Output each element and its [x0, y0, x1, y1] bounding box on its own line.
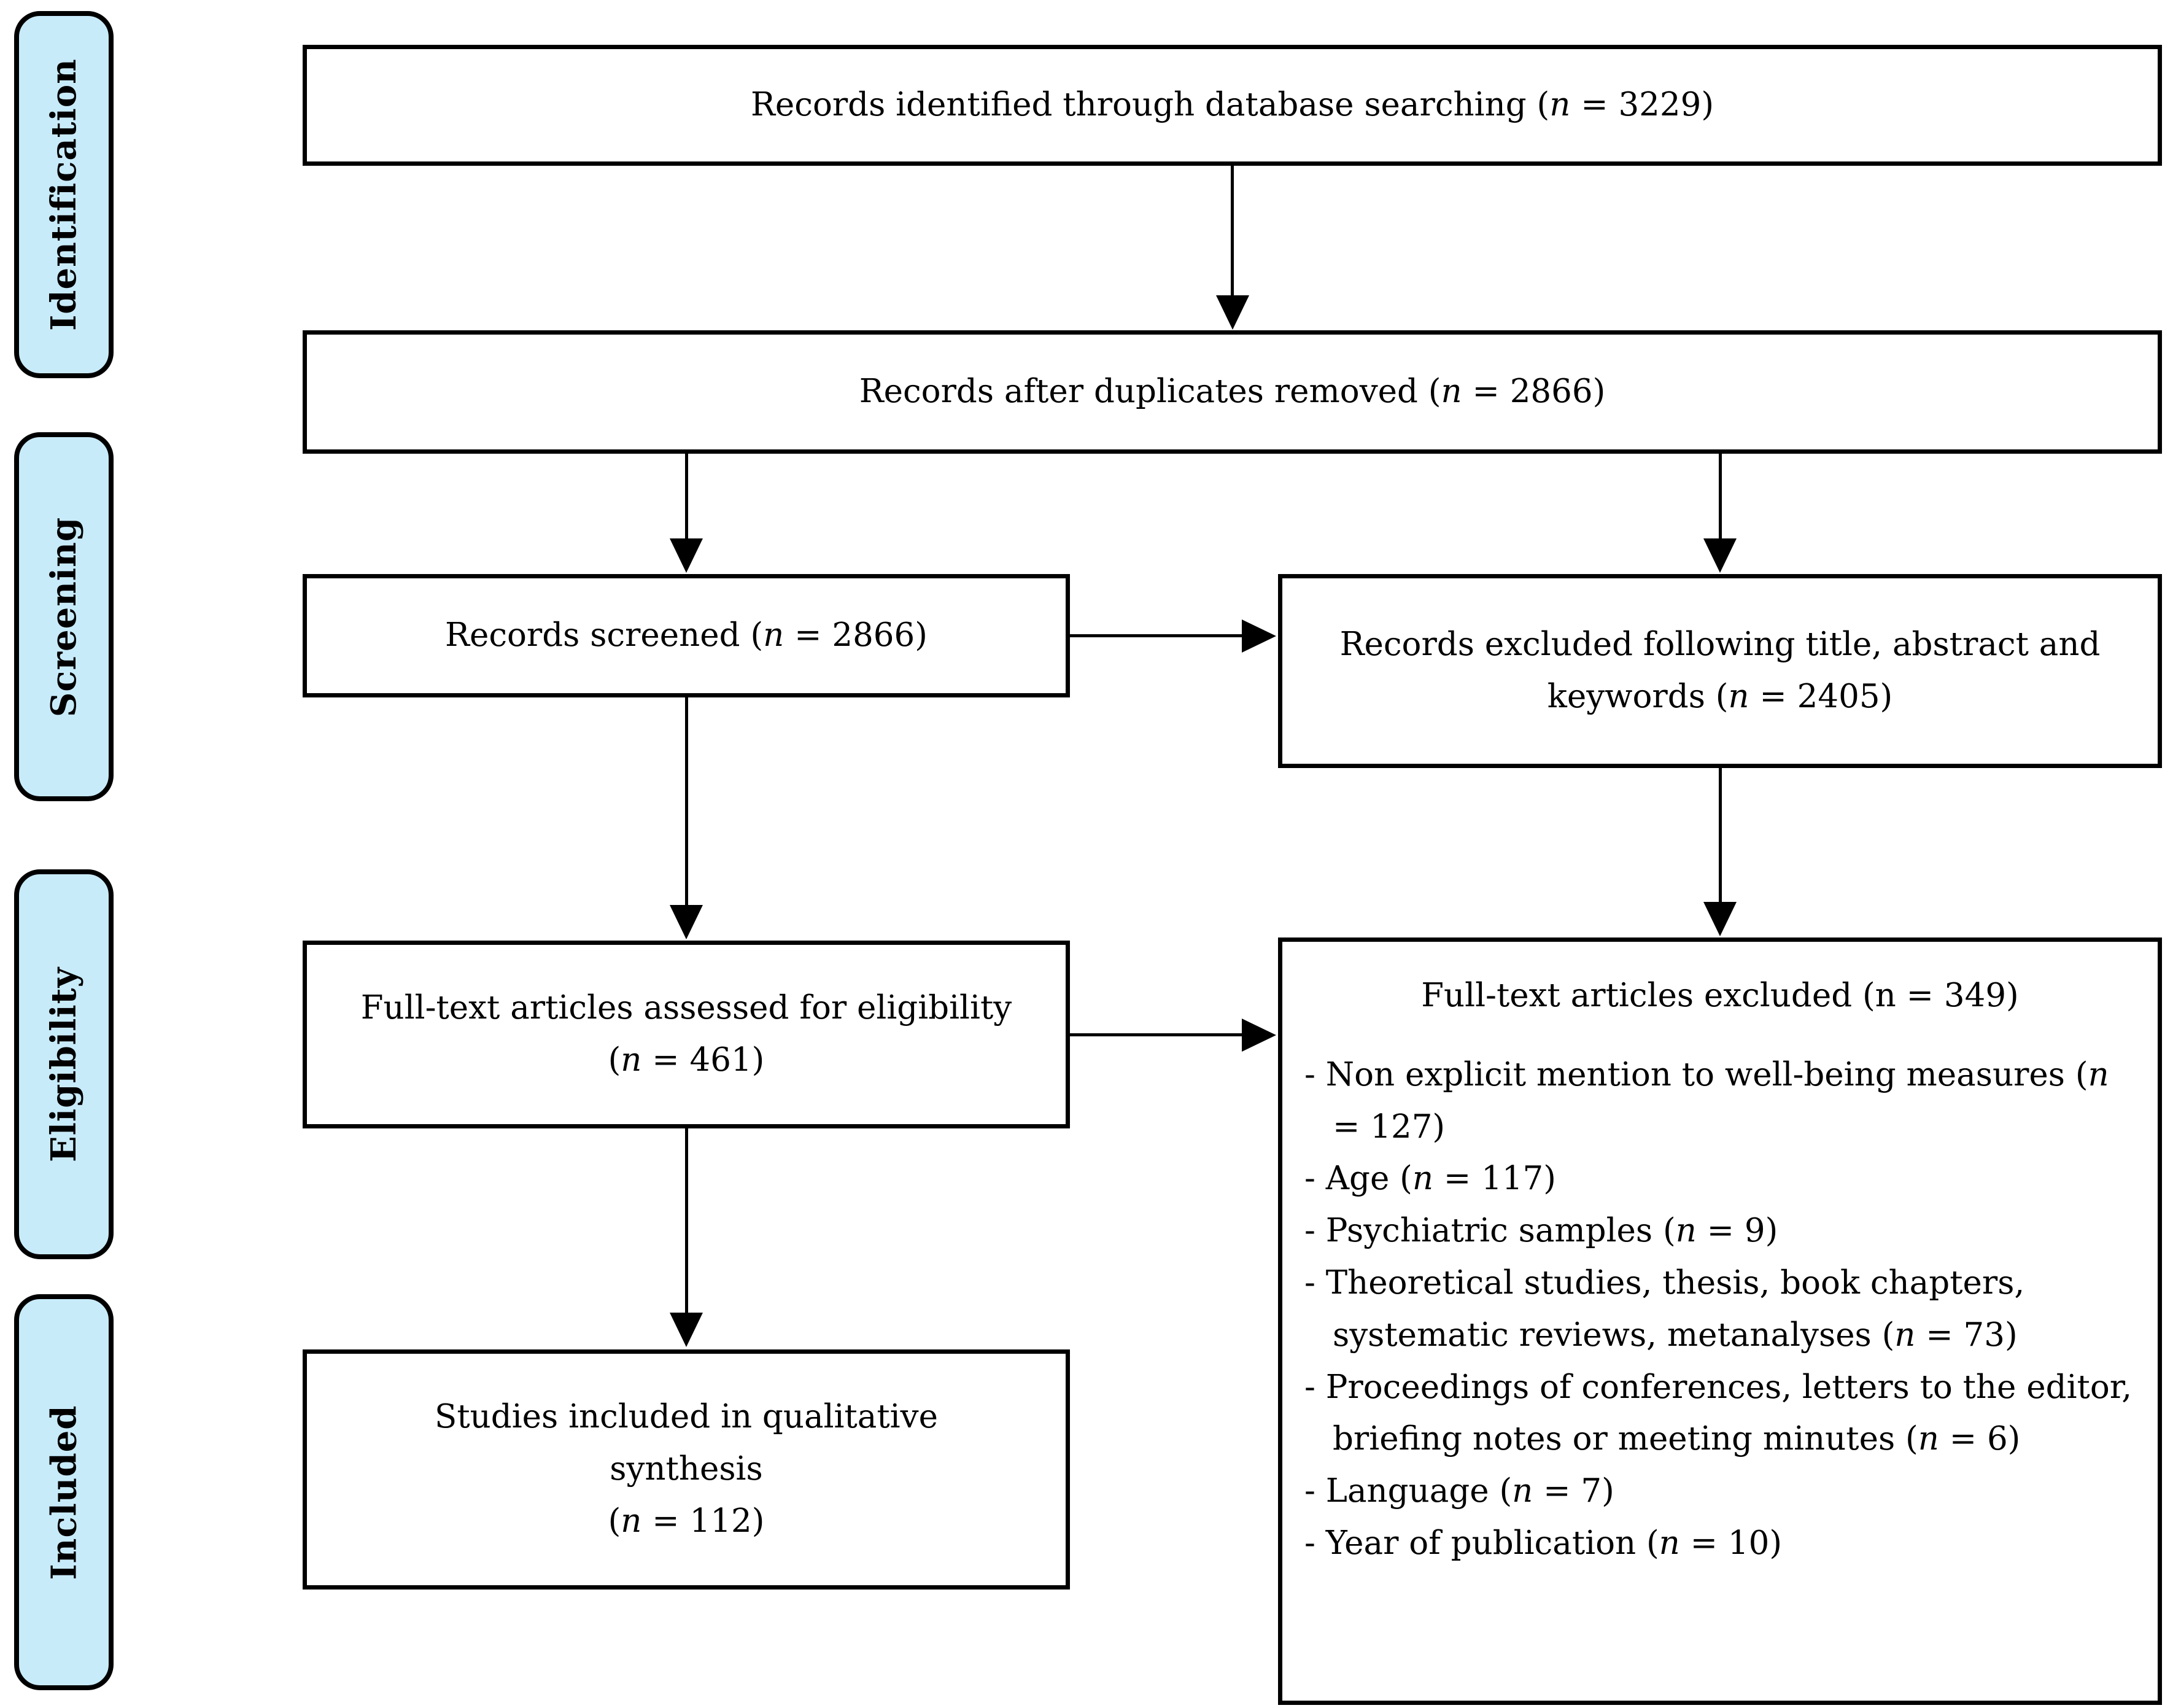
- arrow-deduplicated-to-excluded-line: [1719, 454, 1722, 540]
- box-duplicates-removed-text: Records after duplicates removed (n = 28…: [859, 373, 1606, 411]
- fulltext-excluded-title: Full-text articles excluded (n = 349): [1421, 977, 2019, 1014]
- exclusion-reason-item: - Age (n = 117): [1304, 1160, 1556, 1198]
- arrow-deduplicated-to-excluded-head: [1703, 538, 1737, 573]
- arrow-screened-to-fulltext-line: [685, 697, 688, 907]
- box-records-excluded-screening-text: Records excluded following title, abstra…: [1339, 626, 2101, 715]
- box-fulltext-assessed-text: Full-text articles assessed for eligibil…: [360, 989, 1012, 1079]
- box-records-identified: Records identified through database sear…: [303, 45, 2162, 166]
- stage-label-screening: Screening: [14, 432, 114, 801]
- box-included-synthesis-text: Studies included in qualitative synthesi…: [435, 1398, 938, 1540]
- arrow-screened-to-fulltext-head: [670, 905, 703, 939]
- arrow-identified-to-deduplicated-head: [1216, 295, 1249, 330]
- box-records-screened: Records screened (n = 2866): [303, 574, 1070, 697]
- exclusion-reason-item: - Language (n = 7): [1304, 1472, 1614, 1510]
- box-records-identified-text: Records identified through database sear…: [750, 86, 1714, 124]
- arrow-excluded-to-fulltext-excluded-line: [1719, 768, 1722, 904]
- arrow-fulltext-to-excluded-line: [1070, 1033, 1245, 1036]
- box-included-synthesis: Studies included in qualitative synthesi…: [303, 1349, 1070, 1590]
- box-records-excluded-screening: Records excluded following title, abstra…: [1278, 574, 2162, 768]
- arrow-screened-to-excluded-head: [1242, 619, 1276, 653]
- exclusion-reason-item: - Proceedings of conferences, letters to…: [1304, 1368, 2133, 1458]
- stage-label-included-text: Included: [44, 1405, 84, 1580]
- arrow-identified-to-deduplicated-line: [1231, 166, 1234, 298]
- box-fulltext-excluded: Full-text articles excluded (n = 349) - …: [1278, 937, 2162, 1705]
- stage-label-identification-text: Identification: [44, 58, 85, 331]
- box-records-screened-text: Records screened (n = 2866): [445, 616, 928, 654]
- arrow-deduplicated-to-screened-line: [685, 454, 688, 540]
- arrow-fulltext-to-included-head: [670, 1313, 703, 1347]
- arrow-screened-to-excluded-line: [1070, 634, 1245, 637]
- exclusion-reason-item: - Year of publication (n = 10): [1304, 1524, 1783, 1562]
- stage-label-eligibility-text: Eligibility: [44, 966, 85, 1162]
- exclusion-reasons-list: - Non explicit mention to well-being mea…: [1304, 1049, 2136, 1570]
- box-duplicates-removed: Records after duplicates removed (n = 28…: [303, 330, 2162, 454]
- arrow-excluded-to-fulltext-excluded-head: [1703, 902, 1737, 936]
- stage-label-included: Included: [14, 1294, 114, 1690]
- exclusion-reason-item: - Psychiatric samples (n = 9): [1304, 1212, 1778, 1250]
- arrow-deduplicated-to-screened-head: [670, 538, 703, 573]
- exclusion-reason-item: - Non explicit mention to well-being mea…: [1304, 1055, 2109, 1146]
- arrow-fulltext-to-included-line: [685, 1128, 688, 1315]
- exclusion-reason-item: - Theoretical studies, thesis, book chap…: [1304, 1264, 2025, 1354]
- arrow-fulltext-to-excluded-head: [1242, 1019, 1276, 1052]
- stage-label-eligibility: Eligibility: [14, 869, 114, 1259]
- stage-label-identification: Identification: [14, 11, 114, 378]
- stage-label-screening-text: Screening: [44, 516, 85, 717]
- box-fulltext-assessed: Full-text articles assessed for eligibil…: [303, 941, 1070, 1128]
